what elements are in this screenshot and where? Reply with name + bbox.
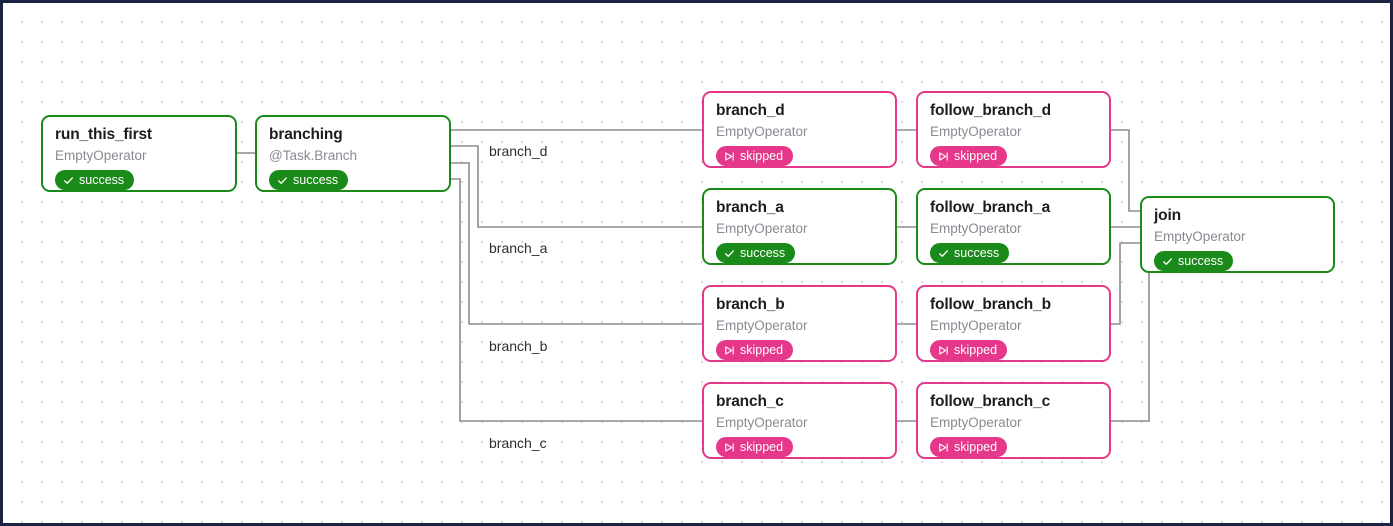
edge-label-branch_a: branch_a	[489, 240, 548, 256]
task-node-operator: EmptyOperator	[55, 148, 147, 163]
task-node-title: follow_branch_c	[930, 393, 1051, 410]
status-badge-success[interactable]: success	[1154, 251, 1234, 271]
task-node-title: branch_c	[716, 393, 784, 410]
status-badge-skipped[interactable]: skipped	[930, 146, 1008, 166]
status-badge-success[interactable]: success	[269, 170, 349, 190]
status-badge-success[interactable]: success	[930, 243, 1010, 263]
check-icon	[278, 176, 287, 184]
edge-label-branch_b: branch_b	[489, 338, 548, 354]
edge-branching-to-branch_b[interactable]	[451, 162, 702, 325]
skip-forward-icon	[939, 151, 948, 161]
status-badge-label: success	[79, 173, 125, 187]
task-node-operator: EmptyOperator	[930, 124, 1022, 139]
status-badge-success[interactable]: success	[716, 243, 796, 263]
status-badge-label: success	[740, 246, 786, 260]
edge-label-branch_c: branch_c	[489, 435, 547, 451]
task-node-operator: EmptyOperator	[930, 415, 1022, 430]
task-node-title: branch_a	[716, 199, 784, 216]
edge-branching-to-branch_a[interactable]	[451, 145, 702, 228]
check-icon	[939, 249, 948, 257]
status-badge-skipped[interactable]: skipped	[716, 340, 794, 360]
task-node-branching[interactable]: branching @Task.Branch success	[255, 115, 451, 192]
status-badge-success[interactable]: success	[55, 170, 135, 190]
task-node-title: branch_d	[716, 102, 785, 119]
task-node-operator: EmptyOperator	[716, 124, 808, 139]
status-badge-skipped[interactable]: skipped	[716, 146, 794, 166]
status-badge-label: success	[293, 173, 339, 187]
check-icon	[1163, 257, 1172, 265]
edge-label-branch_d: branch_d	[489, 143, 548, 159]
edge-follow_branch_b-to-join[interactable]	[1111, 242, 1140, 325]
task-node-operator: EmptyOperator	[716, 221, 808, 236]
task-node-operator: @Task.Branch	[269, 148, 357, 163]
status-badge-label: skipped	[954, 149, 998, 163]
status-badge-label: skipped	[954, 343, 998, 357]
status-badge-skipped[interactable]: skipped	[930, 340, 1008, 360]
status-badge-label: success	[954, 246, 1000, 260]
task-node-title: run_this_first	[55, 126, 152, 143]
status-badge-label: skipped	[740, 440, 784, 454]
task-node-operator: EmptyOperator	[930, 318, 1022, 333]
skip-forward-icon	[939, 442, 948, 452]
task-node-operator: EmptyOperator	[716, 415, 808, 430]
edge-follow_branch_d-to-join[interactable]	[1111, 129, 1140, 212]
check-icon	[725, 249, 734, 257]
task-node-operator: EmptyOperator	[930, 221, 1022, 236]
edge-follow_branch_c-to-join[interactable]	[1111, 258, 1150, 422]
task-node-title: join	[1154, 207, 1181, 224]
task-node-title: follow_branch_b	[930, 296, 1051, 313]
skip-forward-icon	[725, 151, 734, 161]
status-badge-label: skipped	[740, 343, 784, 357]
skip-forward-icon	[725, 442, 734, 452]
status-badge-skipped[interactable]: skipped	[716, 437, 794, 457]
skip-forward-icon	[725, 345, 734, 355]
check-icon	[64, 176, 73, 184]
skip-forward-icon	[939, 345, 948, 355]
status-badge-label: skipped	[740, 149, 784, 163]
status-badge-label: skipped	[954, 440, 998, 454]
task-node-title: follow_branch_d	[930, 102, 1051, 119]
status-badge-skipped[interactable]: skipped	[930, 437, 1008, 457]
status-badge-label: success	[1178, 254, 1224, 268]
edge-branching-to-branch_c[interactable]	[451, 178, 702, 422]
task-node-operator: EmptyOperator	[716, 318, 808, 333]
task-node-title: follow_branch_a	[930, 199, 1051, 216]
task-node-title: branch_b	[716, 296, 785, 313]
task-node-title: branching	[269, 126, 343, 143]
task-node-operator: EmptyOperator	[1154, 229, 1246, 244]
